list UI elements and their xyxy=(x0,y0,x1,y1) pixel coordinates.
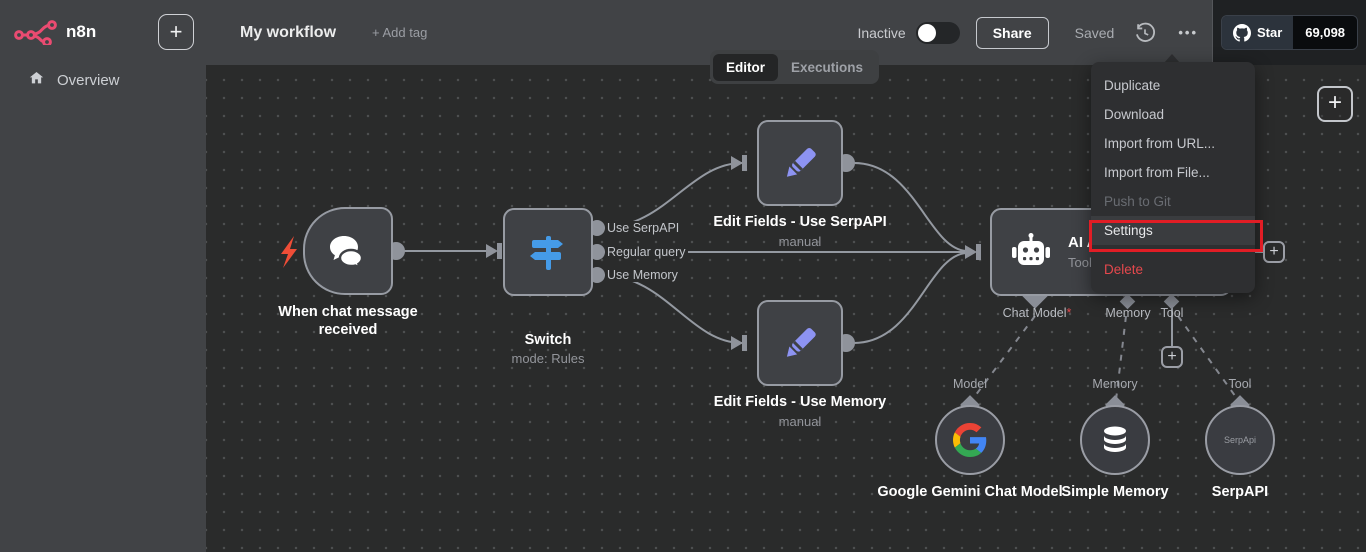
menu-item-delete[interactable]: Delete xyxy=(1104,262,1144,277)
add-tool-plus-button[interactable]: + xyxy=(1161,346,1183,368)
switch-output-label-2: Use Memory xyxy=(605,268,680,282)
menu-item-download[interactable]: Download xyxy=(1104,107,1165,122)
n8n-logo-icon[interactable] xyxy=(14,19,58,45)
history-icon[interactable] xyxy=(1134,22,1156,44)
switch-output-label-1: Regular query xyxy=(605,245,688,259)
switch-icon xyxy=(530,236,563,270)
required-marker: * xyxy=(1066,306,1072,320)
tab-executions[interactable]: Executions xyxy=(791,59,864,75)
node-switch[interactable] xyxy=(503,208,593,296)
chat-icon xyxy=(330,236,364,270)
active-status-label: Inactive xyxy=(857,24,906,41)
port-label-tool: Tool xyxy=(1228,377,1252,391)
github-icon xyxy=(1232,23,1251,42)
toggle-knob xyxy=(917,23,936,42)
node-label-edit-serpapi: Edit Fields - Use SerpAPI xyxy=(713,214,887,230)
node-chat-trigger[interactable] xyxy=(303,207,393,295)
menu-item-import-url[interactable]: Import from URL... xyxy=(1104,136,1216,151)
add-node-button[interactable]: + xyxy=(1317,86,1353,122)
workflow-menu-button[interactable]: ••• xyxy=(1178,25,1198,40)
ai-agent-port-tool: Tool xyxy=(1160,306,1184,320)
pencil-icon xyxy=(786,327,816,357)
node-subtitle-edit-memory: manual xyxy=(778,414,822,429)
tab-editor[interactable]: Editor xyxy=(713,53,778,81)
home-icon xyxy=(28,70,45,90)
share-button[interactable]: Share xyxy=(975,16,1049,49)
serpapi-badge: SerpApi xyxy=(1223,435,1257,445)
google-icon xyxy=(953,423,987,457)
port-label-memory: Memory xyxy=(1092,377,1138,391)
menu-item-import-file[interactable]: Import from File... xyxy=(1104,165,1210,180)
node-simple-memory[interactable] xyxy=(1080,405,1150,475)
workflow-title[interactable]: My workflow xyxy=(240,23,337,41)
github-zone: Star 69,098 xyxy=(1212,0,1366,65)
n8n-logo-text: n8n xyxy=(66,22,97,41)
github-star-widget[interactable]: Star 69,098 xyxy=(1220,15,1359,50)
node-subtitle-switch: mode: Rules xyxy=(511,351,585,366)
menu-item-duplicate[interactable]: Duplicate xyxy=(1104,78,1161,93)
port-label-model: Model xyxy=(952,377,988,391)
node-label-simple-memory: Simple Memory xyxy=(1061,484,1169,500)
sidebar-item-label: Overview xyxy=(57,71,120,89)
sidebar-item-overview[interactable]: Overview xyxy=(0,60,206,100)
menu-arrow xyxy=(1164,54,1180,63)
workflow-dropdown-menu: Duplicate Download Import from URL... Im… xyxy=(1091,62,1255,293)
node-subtitle-edit-serpapi: manual xyxy=(778,234,822,249)
node-edit-fields-serpapi[interactable] xyxy=(757,120,843,206)
active-toggle[interactable] xyxy=(915,21,960,44)
github-star-count: 69,098 xyxy=(1293,16,1358,49)
database-icon xyxy=(1104,426,1126,452)
connect-output-plus-button[interactable]: + xyxy=(1263,241,1285,263)
github-star-label: Star xyxy=(1256,25,1283,40)
menu-item-settings[interactable]: Settings xyxy=(1091,216,1255,245)
node-label-gemini: Google Gemini Chat Model xyxy=(877,484,1063,500)
sidebar: n8n + Overview xyxy=(0,0,206,552)
ai-agent-port-memory: Memory xyxy=(1105,306,1151,320)
node-serpapi[interactable]: SerpApi xyxy=(1205,405,1275,475)
node-label-serpapi: SerpAPI xyxy=(1211,484,1269,500)
node-google-gemini[interactable] xyxy=(935,405,1005,475)
view-tabs: Editor Executions xyxy=(710,50,880,84)
header-bar: My workflow + Add tag Inactive Share Sav… xyxy=(206,0,1212,65)
add-tag-button[interactable]: + Add tag xyxy=(372,25,428,40)
node-label-edit-memory: Edit Fields - Use Memory xyxy=(713,394,887,410)
node-label-switch: Switch xyxy=(524,332,572,348)
new-workflow-button[interactable]: + xyxy=(158,14,194,50)
node-edit-fields-memory[interactable] xyxy=(757,300,843,386)
menu-item-push-to-git: Push to Git xyxy=(1104,194,1171,209)
switch-output-label-0: Use SerpAPI xyxy=(605,221,682,235)
robot-icon xyxy=(1012,233,1050,265)
pencil-icon xyxy=(786,147,816,177)
saved-status: Saved xyxy=(1074,24,1115,41)
node-label-chat-trigger: When chat message received xyxy=(278,304,418,339)
ai-agent-port-chat-model: Chat Model* xyxy=(1002,306,1072,320)
